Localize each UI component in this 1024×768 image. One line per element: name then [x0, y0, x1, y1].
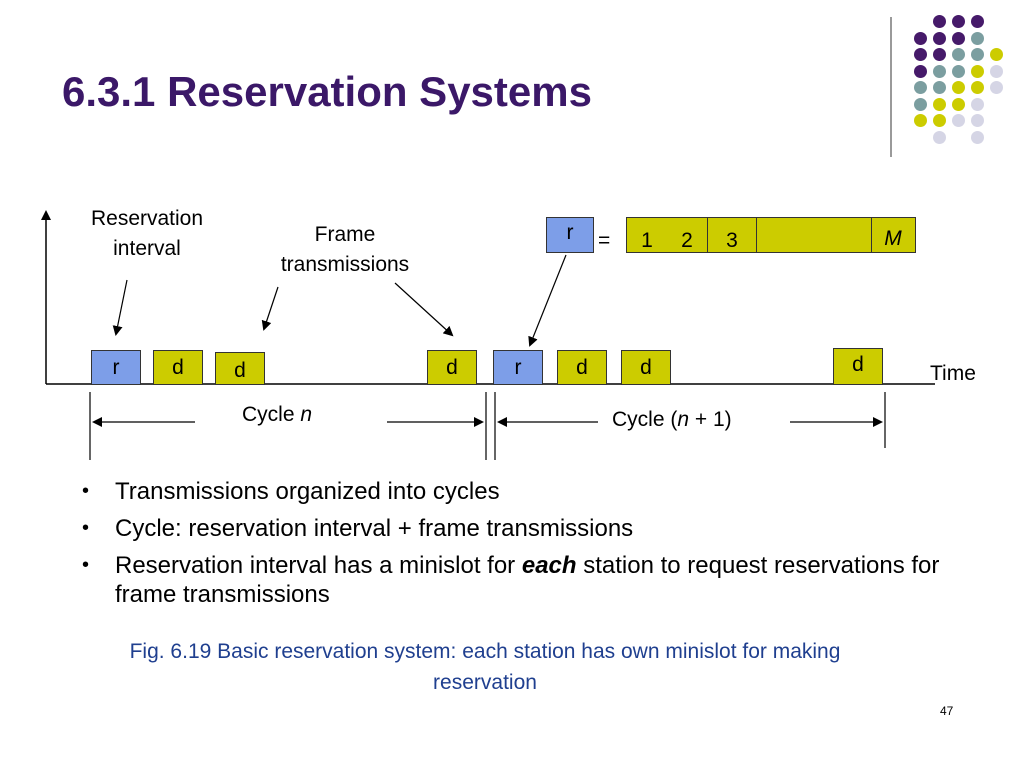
- minislot-gap: [756, 218, 872, 252]
- decorative-dot: [971, 48, 984, 61]
- decorative-dot: [914, 48, 927, 61]
- decorative-dot: [914, 31, 927, 45]
- decorative-dot: [971, 81, 984, 94]
- reservation-pointer-arrow: [112, 279, 128, 336]
- decorative-dot: [933, 48, 946, 61]
- minislot-strip: 1 2 3 M: [626, 217, 916, 253]
- slot-data-2: d: [215, 352, 265, 385]
- decorative-dot: [952, 81, 965, 94]
- decorative-dot: [933, 114, 946, 127]
- cycle-n-var: n: [300, 403, 313, 426]
- decorative-dot: [914, 114, 927, 127]
- reservation-interval-line1: Reservation: [90, 207, 204, 230]
- decorative-dot: [971, 64, 984, 78]
- decorative-dot: [933, 81, 946, 94]
- minislot-3: 3: [707, 218, 756, 252]
- decorative-dot: [952, 114, 965, 127]
- decorative-dot: [971, 31, 984, 45]
- decorative-dot: [952, 31, 965, 45]
- minislot-pointer-arrow: [528, 254, 567, 347]
- figure-caption: Fig. 6.19 Basic reservation system: each…: [129, 640, 841, 694]
- cycle-n1-suffix: + 1): [689, 408, 732, 431]
- slot-reservation-1: r: [91, 350, 141, 385]
- decorative-dot: [971, 97, 984, 111]
- decorative-dot: [914, 64, 927, 78]
- decorative-dot: [990, 64, 1003, 78]
- decorative-divider: [890, 17, 892, 157]
- slot-data-1: d: [153, 350, 203, 385]
- frame-transmissions-line1: Frame: [314, 223, 376, 246]
- slot-data-6: d: [833, 348, 883, 385]
- reservation-interval-line2: interval: [113, 237, 181, 260]
- cycle-n-prefix: Cycle: [242, 403, 301, 426]
- time-label: Time: [930, 362, 976, 385]
- bullet-text-post: station to request reservations for fram…: [115, 552, 940, 608]
- slide-title: 6.3.1 Reservation Systems: [62, 68, 592, 115]
- cycle-n1-prefix: Cycle (: [612, 408, 678, 431]
- slot-reservation-2: r: [493, 350, 543, 385]
- equals-sign: =: [598, 229, 611, 252]
- decorative-dot: [933, 130, 946, 144]
- decorative-dot: [933, 31, 946, 45]
- decorative-dot: [952, 64, 965, 78]
- bullet-item: Reservation interval has a minislot for …: [82, 551, 962, 609]
- decorative-dot: [933, 97, 946, 111]
- bullet-item: Cycle: reservation interval + frame tran…: [82, 514, 962, 543]
- slot-data-4: d: [557, 350, 607, 385]
- decorative-dot: [952, 15, 965, 28]
- bullet-item: Transmissions organized into cycles: [82, 477, 962, 506]
- cycle-n-label: Cycle n: [242, 400, 312, 430]
- decorative-dot: [971, 114, 984, 127]
- decorative-dot: [914, 81, 927, 94]
- decorative-dot: [990, 81, 1003, 94]
- frame-transmissions-label: Frame transmissions: [265, 220, 425, 280]
- decorative-dot: [952, 97, 965, 111]
- decorative-dot: [933, 15, 946, 28]
- decorative-dot: [971, 15, 984, 28]
- decorative-dot: [933, 64, 946, 78]
- frame-pointer-arrow-left: [261, 286, 279, 331]
- minislot-reservation-box: r: [546, 217, 594, 253]
- cycle-n1-var: n: [677, 408, 690, 431]
- bullet-list: Transmissions organized into cycles Cycl…: [82, 477, 962, 617]
- slot-data-5: d: [621, 350, 671, 385]
- bullet-text-pre: Reservation interval has a minislot for: [115, 552, 522, 579]
- frame-transmissions-line2: transmissions: [280, 253, 410, 276]
- frame-pointer-arrow-right: [394, 282, 454, 337]
- decorative-dot: [971, 130, 984, 144]
- decorative-dot: [914, 97, 927, 111]
- page-number: 47: [940, 704, 954, 718]
- minislot-m: M: [884, 227, 902, 250]
- decorative-dot: [990, 48, 1003, 61]
- bullet-text-emphasis: each: [521, 552, 577, 579]
- minislot-1: 1: [641, 229, 653, 252]
- cycle-n-plus-1-label: Cycle (n + 1): [612, 405, 732, 435]
- reservation-interval-label: Reservation interval: [72, 204, 222, 264]
- decorative-dot: [952, 48, 965, 61]
- slot-data-3: d: [427, 350, 477, 385]
- minislot-2: 2: [681, 229, 693, 252]
